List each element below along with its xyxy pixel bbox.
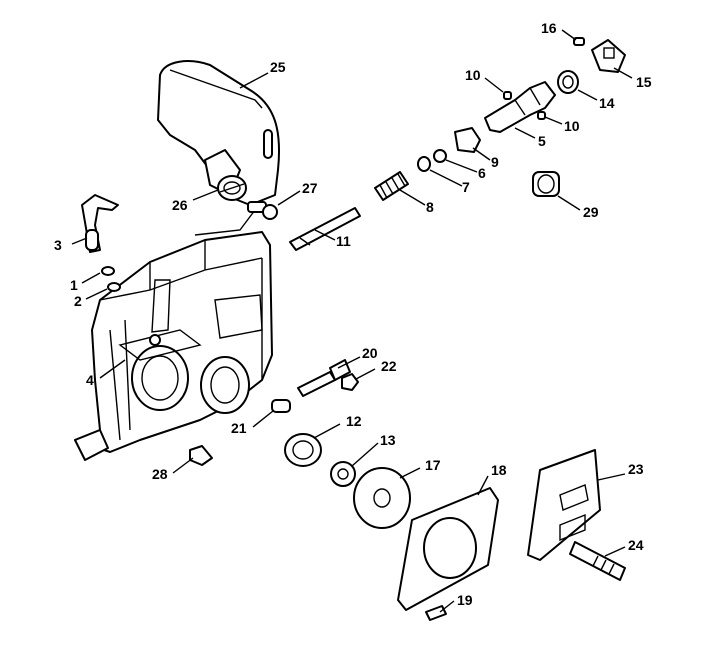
- callout-4: 4: [86, 372, 94, 388]
- callout-3: 3: [54, 237, 62, 253]
- stud-24: [569, 541, 626, 581]
- nut-22: [341, 373, 359, 391]
- bolt-27: [247, 201, 278, 220]
- plate-18: [397, 487, 499, 611]
- callout-17: 17: [425, 457, 441, 473]
- cover-15: [591, 39, 626, 73]
- callout-2: 2: [74, 293, 82, 309]
- spring-8: [374, 171, 409, 201]
- screw-10a: [503, 91, 512, 100]
- washer-7: [417, 156, 431, 172]
- callout-10b: 10: [564, 118, 580, 134]
- callout-11: 11: [336, 233, 351, 249]
- screw-19: [425, 605, 447, 621]
- washer-2: [107, 282, 121, 292]
- screw-16: [573, 37, 585, 46]
- lever-3: [81, 194, 119, 253]
- callout-10a: 10: [465, 67, 481, 83]
- callout-25: 25: [270, 59, 286, 75]
- callout-22: 22: [381, 358, 397, 374]
- spring-12: [284, 433, 322, 467]
- side-plate-23: [527, 449, 601, 561]
- screw-10b: [537, 111, 546, 120]
- callout-1: 1: [70, 277, 78, 293]
- callout-18: 18: [491, 462, 507, 478]
- washer-1: [101, 266, 115, 276]
- callout-23: 23: [628, 461, 644, 477]
- sleeve-29: [532, 171, 560, 197]
- callout-16: 16: [541, 20, 557, 36]
- callout-19: 19: [457, 592, 473, 608]
- plug-28: [189, 445, 213, 466]
- callout-15: 15: [636, 74, 652, 90]
- callout-labels: 25 26 27 3 1 2 4 11 8 7 6 9 10 10 5 14 1…: [54, 20, 652, 608]
- callout-6: 6: [478, 165, 486, 181]
- callout-20: 20: [362, 345, 378, 361]
- callout-14: 14: [599, 95, 615, 111]
- housing: [74, 209, 273, 461]
- bushing-9: [454, 127, 481, 153]
- callout-13: 13: [380, 432, 396, 448]
- shaft-11: [289, 207, 361, 251]
- callout-12: 12: [346, 413, 362, 429]
- callout-5: 5: [538, 133, 546, 149]
- leader-lines: [71, 29, 633, 613]
- callout-21: 21: [231, 420, 247, 436]
- callout-28: 28: [152, 466, 168, 482]
- disc-17: [353, 467, 411, 529]
- ring-14: [557, 70, 579, 94]
- callout-27: 27: [302, 180, 318, 196]
- spring-26: [217, 175, 247, 201]
- washer-13: [330, 461, 356, 487]
- callout-29: 29: [583, 204, 599, 220]
- callout-24: 24: [628, 537, 644, 553]
- washer-6: [433, 149, 447, 163]
- callout-7: 7: [462, 179, 470, 195]
- nipple-21: [271, 399, 291, 413]
- callout-9: 9: [491, 154, 499, 170]
- callout-8: 8: [426, 199, 434, 215]
- pump-shaft-5: [484, 81, 556, 133]
- callout-26: 26: [172, 197, 188, 213]
